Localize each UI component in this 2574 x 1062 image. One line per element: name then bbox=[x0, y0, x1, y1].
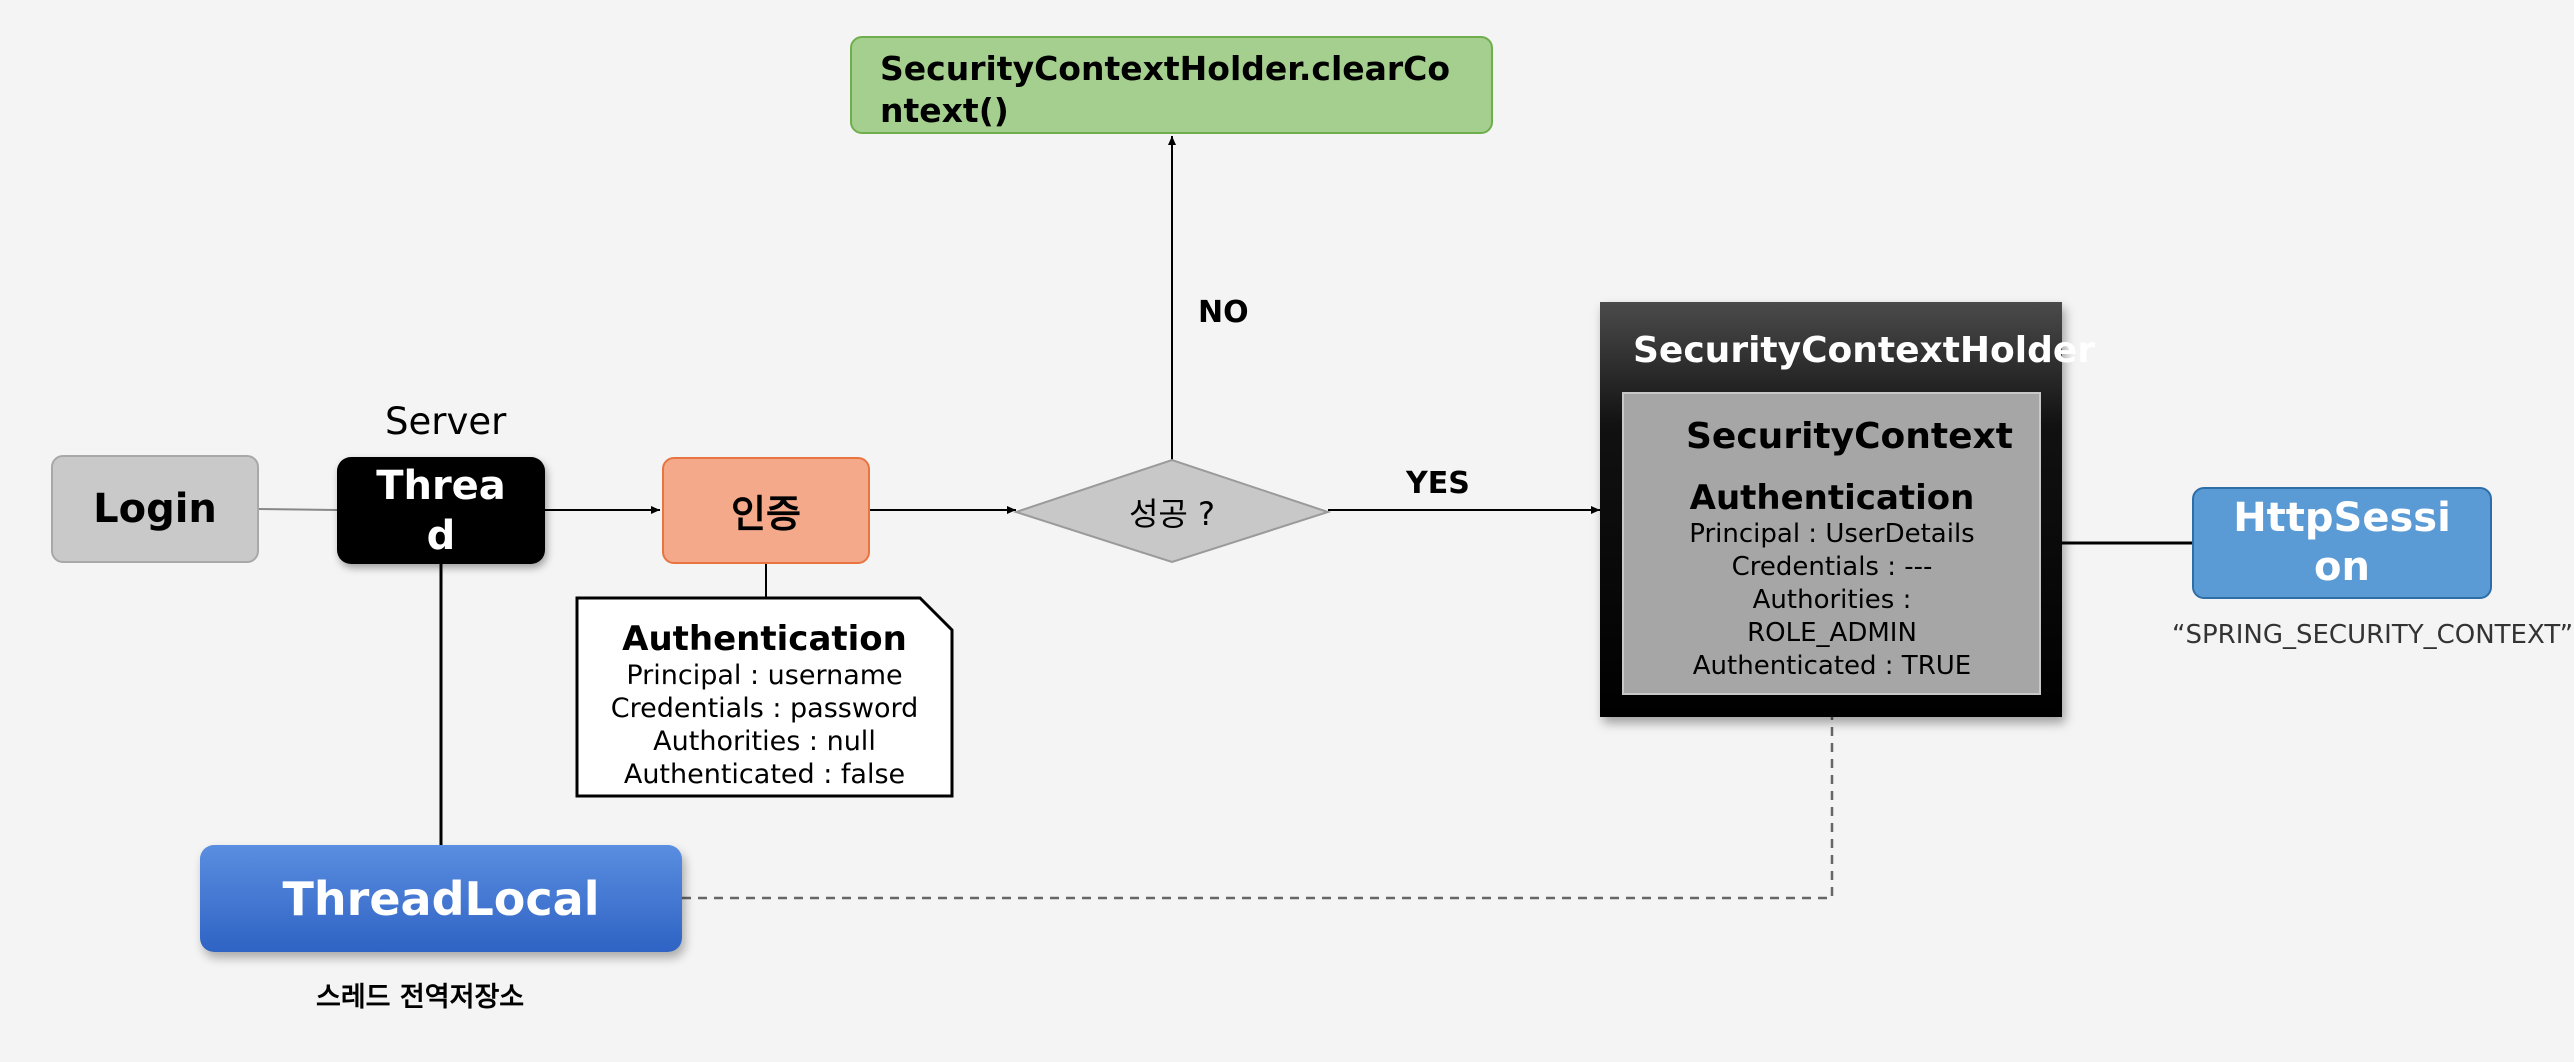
server-label: Server bbox=[385, 400, 507, 443]
edge-label-yes: YES bbox=[1406, 466, 1470, 501]
context-authentication-role: ROLE_ADMIN bbox=[1747, 618, 1917, 648]
security-context-title: SecurityContext bbox=[1686, 416, 2013, 457]
threadlocal-label: ThreadLocal bbox=[282, 871, 600, 926]
clear-context-label: SecurityContextHolder.clearContext() bbox=[880, 49, 1451, 130]
http-session-key: “SPRING_SECURITY_CONTEXT” bbox=[2172, 620, 2574, 650]
authentication-note-authorities: Authorities : null bbox=[653, 726, 876, 757]
authentication-process-box: 인증 bbox=[662, 457, 870, 564]
http-session-box: HttpSession bbox=[2192, 487, 2492, 599]
decision-diamond bbox=[1012, 458, 1332, 564]
security-context-holder-title: SecurityContextHolder bbox=[1633, 330, 2096, 371]
context-authentication-authorities: Authorities : bbox=[1752, 585, 1912, 615]
context-authentication-credentials: Credentials : --- bbox=[1731, 552, 1933, 582]
context-authentication-title: Authentication bbox=[1689, 478, 1975, 518]
edge-threadlocal-holder bbox=[682, 694, 1838, 900]
decision-label: 성공 ? bbox=[1128, 495, 1216, 533]
context-authentication-authenticated: Authenticated : TRUE bbox=[1692, 651, 1972, 681]
login-label: Login bbox=[93, 486, 217, 532]
threadlocal-box: ThreadLocal bbox=[200, 845, 682, 952]
context-authentication-principal: Principal : UserDetails bbox=[1689, 519, 1975, 549]
login-box: Login bbox=[51, 455, 259, 563]
authentication-process-label: 인증 bbox=[731, 492, 801, 536]
thread-label: Thread bbox=[376, 462, 506, 559]
auth-note-shape bbox=[575, 596, 954, 798]
security-context-box bbox=[1622, 392, 2041, 695]
clear-context-box: SecurityContextHolder.clearContext() bbox=[850, 36, 1493, 134]
edge-login-thread bbox=[258, 508, 338, 511]
http-session-label: HttpSession bbox=[2233, 495, 2451, 590]
edge-label-no: NO bbox=[1198, 295, 1249, 330]
authentication-note-credentials: Credentials : password bbox=[610, 693, 919, 724]
thread-box: Thread bbox=[337, 457, 545, 564]
threadlocal-caption: 스레드 전역저장소 bbox=[316, 982, 525, 1013]
authentication-note: Authentication Principal : username Cred… bbox=[576, 597, 953, 797]
authentication-note-authenticated: Authenticated : false bbox=[623, 759, 906, 790]
authentication-note-principal: Principal : username bbox=[626, 660, 903, 691]
context-authentication-note: Authentication Principal : UserDetails C… bbox=[1642, 472, 2022, 681]
authentication-note-title: Authentication bbox=[622, 619, 907, 659]
